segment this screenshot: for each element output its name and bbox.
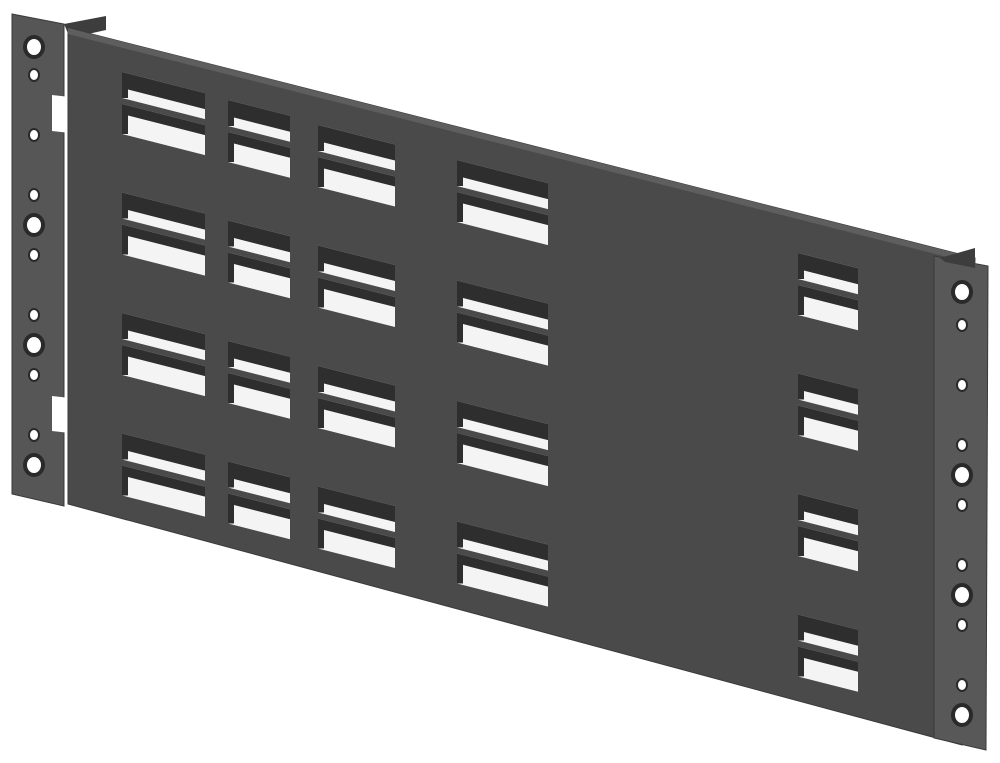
mounting-hole-large [23,453,45,477]
slot-bevel [798,646,858,677]
slot-bevel [457,312,548,346]
slot-bevel [457,433,548,467]
slot-bevel [457,521,548,561]
slot-bevel [318,125,395,161]
flange-holes [23,35,973,727]
slot-bevel [457,192,548,226]
slot-bevel [318,277,395,308]
slot-bevel [122,72,205,110]
slot-bevel [318,157,395,187]
mounting-hole-small [28,68,40,82]
mounting-hole-small [956,618,968,632]
slot-bevel [457,280,548,320]
slot-bevel [122,104,205,136]
slot-bevel [457,401,548,441]
slot-bevel [798,253,858,285]
panel-top-edge [68,28,975,264]
slot-grid [122,72,858,692]
slot-bevel [798,373,858,405]
slot-bevel [228,373,290,403]
mounting-hole-small [28,368,40,382]
slot-bevel [798,614,858,646]
slot-bevel [228,220,290,253]
slot-bevel [457,160,548,200]
mounting-hole-large [23,213,45,237]
panel-face [67,27,976,746]
slot-bevel [318,245,395,282]
slot-bevel [318,366,395,402]
slot-bevel [228,493,290,524]
mounting-hole-large [951,463,973,487]
mounting-hole-small [956,318,968,332]
mounting-hole-small [956,558,968,572]
mounting-hole-large [23,35,45,59]
slot-bevel [228,100,290,132]
mounting-hole-small [28,308,40,322]
slot-bevel [122,345,205,377]
slot-bevel [457,553,548,587]
mounting-hole-small [956,378,968,392]
slot-bevel [228,461,290,494]
mounting-hole-small [956,438,968,452]
slot-bevel [228,132,290,162]
mounting-hole-small [956,498,968,512]
mounting-hole-small [28,188,40,202]
left-flange-notch-upper [52,95,70,133]
mounting-hole-small [28,248,40,262]
mounting-hole-large [951,583,973,607]
slot-bevel [228,341,290,373]
slot-bevel [798,494,858,526]
slot-bevel [798,405,858,436]
slot-bevel [798,285,858,315]
mounting-hole-small [28,428,40,442]
slot-bevel [318,518,395,549]
slot-bevel [122,224,205,256]
mounting-hole-large [23,333,45,357]
right-flange-top-tab [940,248,975,268]
slot-bevel [122,465,205,497]
left-flange-notch-lower [52,396,70,433]
mounting-hole-large [951,703,973,727]
slot-bevel [228,252,290,283]
slot-bevel [122,433,205,471]
slot-bevel [122,192,205,230]
mounting-hole-small [28,128,40,142]
slot-bevel [318,486,395,523]
mounting-hole-small [956,678,968,692]
mounting-hole-large [951,280,973,304]
slot-bevel [122,313,205,351]
slot-bevel [798,526,858,556]
slot-bevel [318,398,395,428]
